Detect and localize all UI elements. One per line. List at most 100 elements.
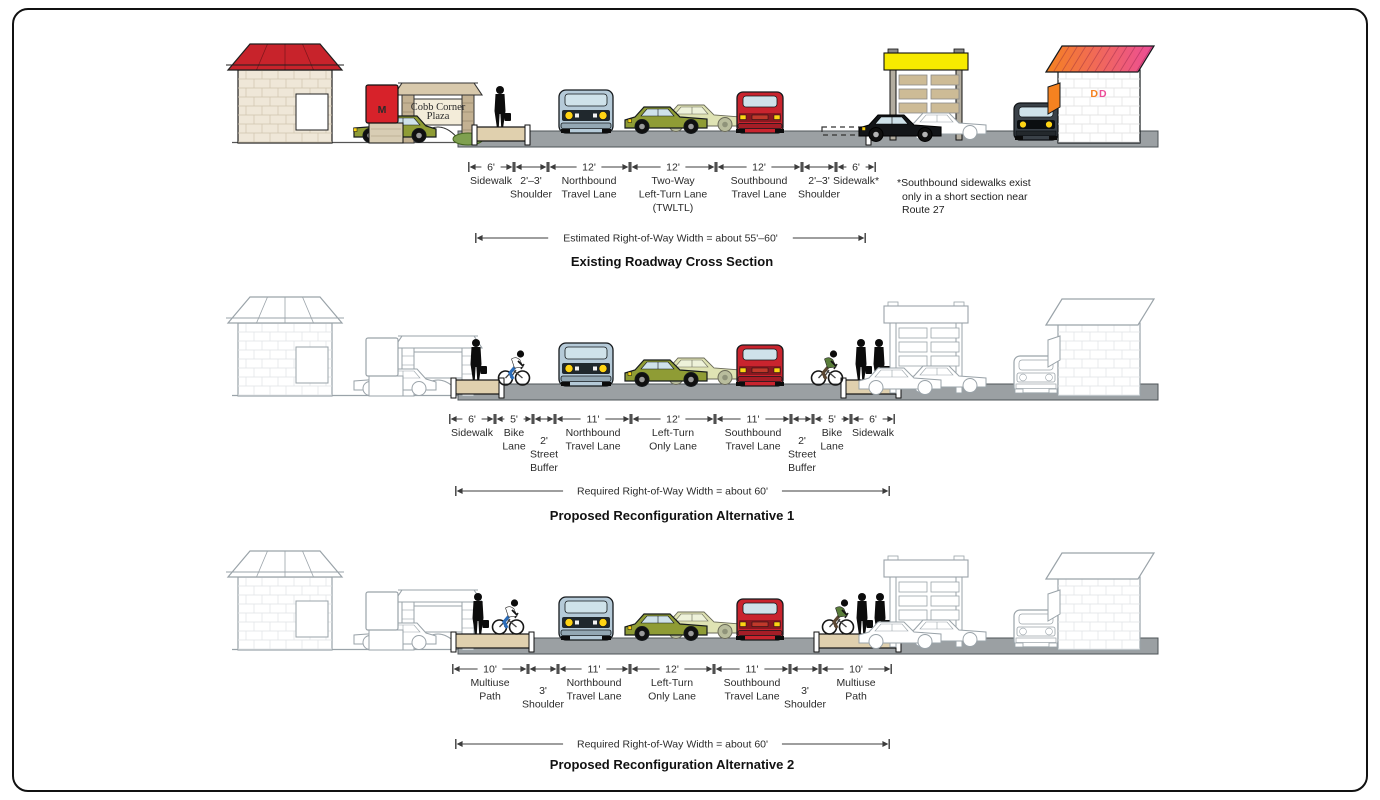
section-title-alternative-1: Proposed Reconfiguration Alternative 1: [549, 508, 795, 523]
dimension-label: Path: [845, 691, 867, 703]
dimension-label: Lane: [502, 441, 526, 453]
dimension-label: Sidewalk*: [833, 175, 879, 187]
dimension-value: 6': [852, 162, 860, 174]
person-icon: [470, 339, 487, 380]
dunkin-logo: DD: [1090, 88, 1107, 100]
alternative-1-scene-illustration: [0, 280, 1380, 404]
dimension-segment: 6'Sidewalk: [449, 414, 495, 439]
dimension-label: Two-Way: [651, 175, 695, 187]
dimension-value: 2': [540, 435, 548, 447]
dimension-value: 11': [587, 414, 600, 426]
dimension-value: 12': [666, 162, 680, 174]
dimension-label: Southbound: [725, 427, 782, 439]
restaurant-building-icon: [226, 296, 344, 397]
mcdonalds-sign-icon: [365, 337, 404, 397]
dimension-label: Southbound: [731, 175, 788, 187]
dimension-value: 11': [588, 664, 601, 676]
dunkin-building-icon: DD: [1044, 45, 1156, 144]
person-icon: [472, 593, 489, 634]
dimension-label: Sidewalk: [852, 427, 895, 439]
dimension-label: Travel Lane: [561, 189, 616, 201]
dimension-label: Travel Lane: [565, 441, 620, 453]
dimension-label: Lane: [820, 441, 844, 453]
dimension-segment: 6'Sidewalk: [468, 162, 514, 187]
dimension-label: Shoulder: [798, 189, 841, 201]
dimension-label: Bike: [504, 427, 525, 439]
dimension-value: 11': [747, 414, 760, 426]
car-side-icon: [858, 114, 942, 142]
right-of-way-label: Estimated Right-of-Way Width = about 55'…: [563, 233, 778, 245]
dimension-value: 6': [468, 414, 476, 426]
dimension-segment: 2'–3'Shoulder: [510, 162, 553, 201]
car-front-icon: [558, 596, 614, 641]
plaza-yellow-sign-icon: [883, 555, 969, 648]
footnote-line: Route 27: [902, 204, 945, 216]
dimension-segment: 3'Shoulder: [522, 664, 565, 711]
dimension-value: 10': [849, 664, 863, 676]
plaza-sign-text: Cobb Corner: [411, 102, 466, 113]
dimension-label: Travel Lane: [566, 691, 621, 703]
dimension-label: Bike: [822, 427, 843, 439]
sidewalk-block: [450, 377, 505, 399]
dimension-label: Multiuse: [836, 677, 875, 689]
dimension-value: 2'–3': [520, 175, 542, 187]
suv-icon: [1013, 355, 1059, 394]
cyclist-icon: [497, 350, 531, 386]
dimension-label: Travel Lane: [724, 691, 779, 703]
dimension-label: Only Lane: [648, 691, 696, 703]
dimension-value: 12': [752, 162, 766, 174]
car-rear-icon: [736, 344, 784, 387]
dimension-label: (TWLTL): [653, 202, 694, 214]
dimension-label: Only Lane: [649, 441, 697, 453]
dunkin-building-icon: [1044, 298, 1156, 397]
dimension-value: 3': [801, 685, 809, 697]
plaza-yellow-sign-icon: [883, 48, 969, 141]
right-of-way-arrow-existing: Estimated Right-of-Way Width = about 55'…: [475, 231, 866, 250]
right-of-way-label: Required Right-of-Way Width = about 60': [577, 739, 768, 751]
suv-icon: [1013, 609, 1059, 648]
right-of-way-label: Required Right-of-Way Width = about 60': [577, 486, 768, 498]
person-icon: [494, 86, 511, 127]
dunkin-building-icon: [1044, 552, 1156, 651]
dimension-segment: 6'Sidewalk: [851, 414, 895, 439]
dimension-label: Northbound: [562, 175, 617, 187]
dimension-label: Sidewalk: [451, 427, 494, 439]
dimension-label: Shoulder: [784, 699, 827, 711]
dimension-segment: 6'Sidewalk*: [833, 162, 879, 188]
mcdonalds-sign-icon: M: [365, 84, 404, 144]
dimension-value: 11': [746, 664, 759, 676]
suv-icon: [1013, 102, 1059, 141]
dimension-value: 6': [487, 162, 495, 174]
car-front-icon: [558, 342, 614, 387]
mcdonalds-logo: M: [378, 104, 387, 116]
section-title-existing: Existing Roadway Cross Section: [570, 254, 774, 269]
dimension-label: Multiuse: [470, 677, 509, 689]
dimension-value: 2'–3': [808, 175, 830, 187]
dimension-label: Street: [530, 449, 558, 461]
car-rear-icon: [736, 91, 784, 134]
dimension-label: Left-Turn Lane: [639, 189, 708, 201]
dimension-label: Path: [479, 691, 501, 703]
dimension-value: 3': [539, 685, 547, 697]
dimension-segment: 3' Shoulder: [784, 664, 827, 711]
alternative-2-scene-illustration: [0, 534, 1380, 660]
